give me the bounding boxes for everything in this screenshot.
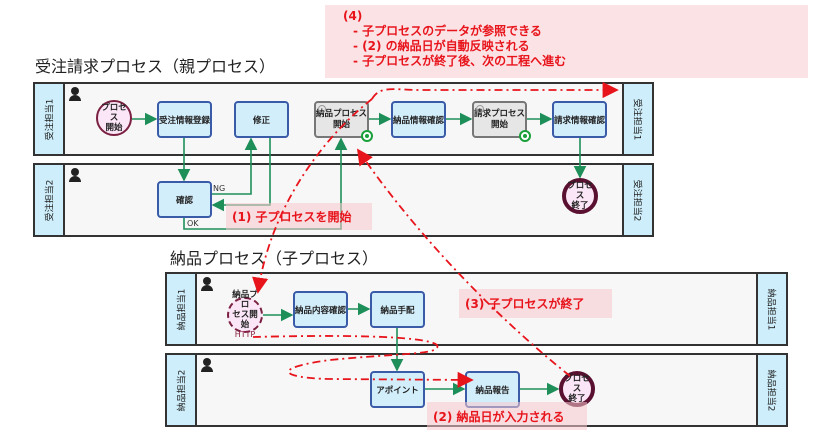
arrow-child-end <box>356 148 571 377</box>
subprocess-delivery-start[interactable]: 納品プロセス開始 <box>314 101 373 142</box>
node-label: プロセス <box>567 181 593 201</box>
callout-start-child: (1) 子プロセスを開始 <box>226 203 372 230</box>
edge-label-ok: OK <box>187 219 199 228</box>
node-label: プロセス <box>564 374 590 394</box>
node-label: 開始 <box>332 119 350 130</box>
person-icon <box>201 277 213 291</box>
node-label: プロセス <box>101 103 127 123</box>
note-line: - (2) の納品日が自動反映される <box>353 39 530 53</box>
node-label: 納品プロ <box>232 290 258 310</box>
note-heading: (4) <box>343 9 363 23</box>
task-content-check[interactable]: 納品内容確認 <box>293 291 348 328</box>
subprocess-marker-icon <box>361 130 373 142</box>
end-event[interactable]: プロセス終了 <box>562 178 598 214</box>
child-process-title: 納品プロセス（子プロセス） <box>170 249 379 268</box>
callout-date-input: (2) 納品日が入力される <box>427 402 587 430</box>
node-label: 終了 <box>571 201 589 211</box>
person-icon <box>201 358 213 372</box>
lane-header: 納品担当2 <box>167 355 197 425</box>
person-icon <box>69 168 81 182</box>
end-event[interactable]: プロセス終了 <box>559 371 595 407</box>
task-arrange[interactable]: 納品手配 <box>370 291 425 328</box>
edge-label-ng: NG <box>213 184 226 193</box>
task-order-register[interactable]: 受注情報登録 <box>157 101 212 138</box>
arrow-start-child <box>252 98 373 294</box>
lane-header-right: 受注担当2 <box>622 165 652 235</box>
start-event[interactable]: プロセス開始 <box>96 100 132 136</box>
subprocess-billing-start[interactable]: 請求プロセス開始 <box>472 101 531 142</box>
note-box: (4) - 子プロセスのデータが参照できる - (2) の納品日が自動反映される… <box>325 5 808 78</box>
lane-header: 受注担当2 <box>35 165 65 235</box>
node-label: 終了 <box>568 394 586 404</box>
lane-header: 納品担当1 <box>167 274 197 344</box>
node-label: 請求プロセス <box>474 108 526 119</box>
flow <box>211 137 258 195</box>
node-label: セス開始 <box>232 310 258 330</box>
arrow-date-flow <box>252 335 474 388</box>
callout-child-end: (3) 子プロセスが終了 <box>459 289 612 318</box>
note-line: - 子プロセスが終了後、次の工程へ進む <box>353 54 567 68</box>
task-delivery-check[interactable]: 納品情報確認 <box>391 101 446 138</box>
arrow-next-step <box>371 81 619 100</box>
person-icon <box>69 87 81 101</box>
node-label: 開始 <box>105 123 123 133</box>
gear-icon <box>318 105 326 113</box>
node-label: 開始 <box>490 119 508 130</box>
node-label: 納品プロセス <box>316 108 368 119</box>
note-line: - 子プロセスのデータが参照できる <box>353 24 542 38</box>
parent-process-title: 受注請求プロセス（親プロセス） <box>35 57 276 76</box>
task-confirm[interactable]: 確認 <box>157 181 212 218</box>
node-sublabel: HTTP <box>234 330 256 339</box>
subprocess-marker-icon <box>519 130 531 142</box>
lane-header-right: 納品担当2 <box>756 355 786 425</box>
task-fix[interactable]: 修正 <box>234 101 289 138</box>
lane-header: 受注担当1 <box>35 84 65 154</box>
lane-header-right: 受注担当1 <box>622 84 652 154</box>
gear-icon <box>476 105 484 113</box>
lane-header-right: 納品担当1 <box>756 274 786 344</box>
task-billing-check[interactable]: 請求情報確認 <box>552 101 607 138</box>
task-appoint[interactable]: アポイント <box>370 371 425 408</box>
